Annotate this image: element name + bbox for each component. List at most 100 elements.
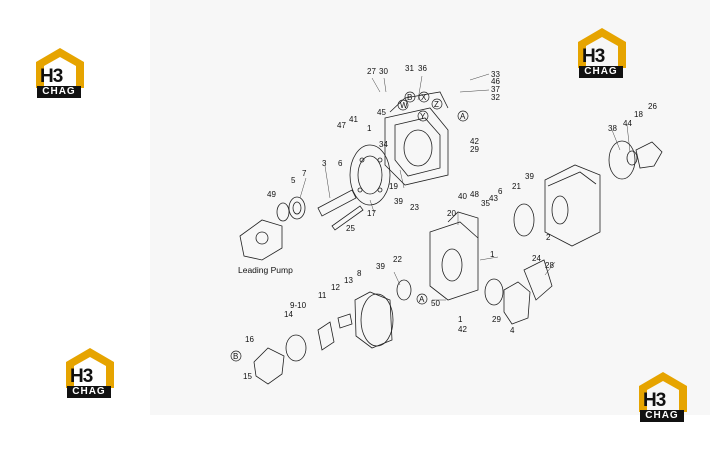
brand-name: CHAG	[67, 386, 111, 398]
plate-11	[317, 321, 335, 351]
callout-label: 11	[318, 291, 327, 300]
cylinder-block-8	[354, 291, 393, 349]
cylinder-39	[360, 293, 394, 347]
callout-circle	[418, 91, 430, 103]
callout-label: 22	[393, 255, 402, 264]
callout-label: 39	[394, 197, 403, 206]
callout-label: 12	[331, 283, 340, 292]
callout-label: 25	[346, 224, 355, 233]
callout-label: 44	[623, 119, 632, 128]
callout-label: 39	[376, 262, 385, 271]
shaft-3	[317, 189, 357, 217]
callout-label: 5	[291, 176, 296, 185]
callout-label: 28	[545, 261, 554, 270]
brand-name: CHAG	[640, 410, 684, 422]
callout-label: 47	[337, 121, 346, 130]
callout-label: 19	[389, 182, 398, 191]
callout-label: 46	[491, 77, 500, 86]
callout-label: W	[400, 101, 408, 110]
callout-label: 49	[267, 190, 276, 199]
bearing-4	[484, 278, 504, 306]
seal-5	[288, 196, 306, 220]
callout-label: 24	[532, 254, 541, 263]
callout-label: 7	[302, 169, 307, 178]
callout-label: 37	[491, 85, 500, 94]
callout-label: B	[233, 352, 238, 361]
callout-label: 34	[379, 140, 388, 149]
callout-label: 6	[338, 159, 343, 168]
callout-circle	[431, 98, 443, 110]
part-drawings	[239, 91, 663, 385]
callout-circle	[417, 110, 429, 122]
callout-label: B	[407, 93, 412, 102]
callout-label: 3	[322, 159, 327, 168]
gear-pump-2	[544, 164, 601, 247]
callout-label: A	[460, 112, 466, 121]
callout-label: 42	[470, 137, 479, 146]
callout-label: 40	[458, 192, 467, 201]
callout-label: 50	[431, 299, 440, 308]
leader-lines	[299, 73, 631, 301]
callout-label: 23	[410, 203, 419, 212]
flange-17	[349, 144, 391, 206]
callout-label: 1	[367, 124, 372, 133]
callout-label: 13	[344, 276, 353, 285]
callout-label: 48	[470, 190, 479, 199]
callout-label: 17	[367, 209, 376, 218]
callout-label: 45	[377, 108, 386, 117]
rear-housing	[429, 221, 479, 301]
gasket-38b	[503, 281, 531, 325]
callout-label: 8	[357, 269, 362, 278]
callout-label: X	[421, 93, 427, 102]
callout-label: 9-10	[290, 301, 307, 310]
callout-label: Z	[434, 100, 439, 109]
leading-pump-caption: Leading Pump	[238, 265, 293, 275]
ring-49	[276, 202, 290, 222]
callout-label: Y	[420, 112, 426, 121]
callout-label: 42	[458, 325, 467, 334]
callout-circle	[457, 110, 469, 122]
callout-label: 1	[458, 315, 463, 324]
callout-label: 21	[512, 182, 521, 191]
upper-housing	[384, 107, 449, 186]
callout-label: A	[419, 295, 425, 304]
callout-label: 27	[367, 67, 376, 76]
brand-logo-bottom-right: H3 CHAG	[637, 368, 689, 422]
callout-label: 14	[284, 310, 293, 319]
callout-label: 4	[510, 326, 515, 335]
callout-label: 35	[481, 199, 490, 208]
front-cover	[239, 219, 283, 261]
callout-label: 39	[525, 172, 534, 181]
brand-name: CHAG	[37, 86, 81, 98]
callout-circle	[230, 350, 242, 362]
callout-label: 33	[491, 70, 500, 79]
brand-logo-top-right: H3 CHAG	[576, 24, 628, 78]
callout-circle	[404, 91, 416, 103]
callout-label: 36	[418, 64, 427, 73]
brand-logo-bottom-left: H3 CHAG	[64, 344, 116, 398]
callout-label: 38	[0, 0, 9, 2]
callout-label: 20	[447, 209, 456, 218]
callout-label: 2	[546, 233, 551, 242]
washer-14	[285, 334, 307, 362]
callout-label: 29	[492, 315, 501, 324]
callout-label: 18	[634, 110, 643, 119]
callout-circle	[416, 293, 428, 305]
cover-24	[523, 259, 553, 301]
seal-44	[626, 150, 638, 166]
callout-label: 29	[470, 145, 479, 154]
cover-18	[635, 141, 663, 169]
seal-22	[396, 279, 412, 301]
callout-label: 16	[245, 335, 254, 344]
callout-label: 41	[349, 115, 358, 124]
swash-15	[253, 347, 285, 385]
brand-logo-top-left: H3 CHAG	[34, 44, 86, 98]
oring-38	[608, 140, 636, 180]
callout-label: 43	[489, 194, 498, 203]
callout-label: 26	[648, 102, 657, 111]
callout-label: 38	[608, 124, 617, 133]
callout-label: 32	[491, 93, 500, 102]
callout-label: 31	[405, 64, 414, 73]
gasket-39	[513, 203, 535, 237]
